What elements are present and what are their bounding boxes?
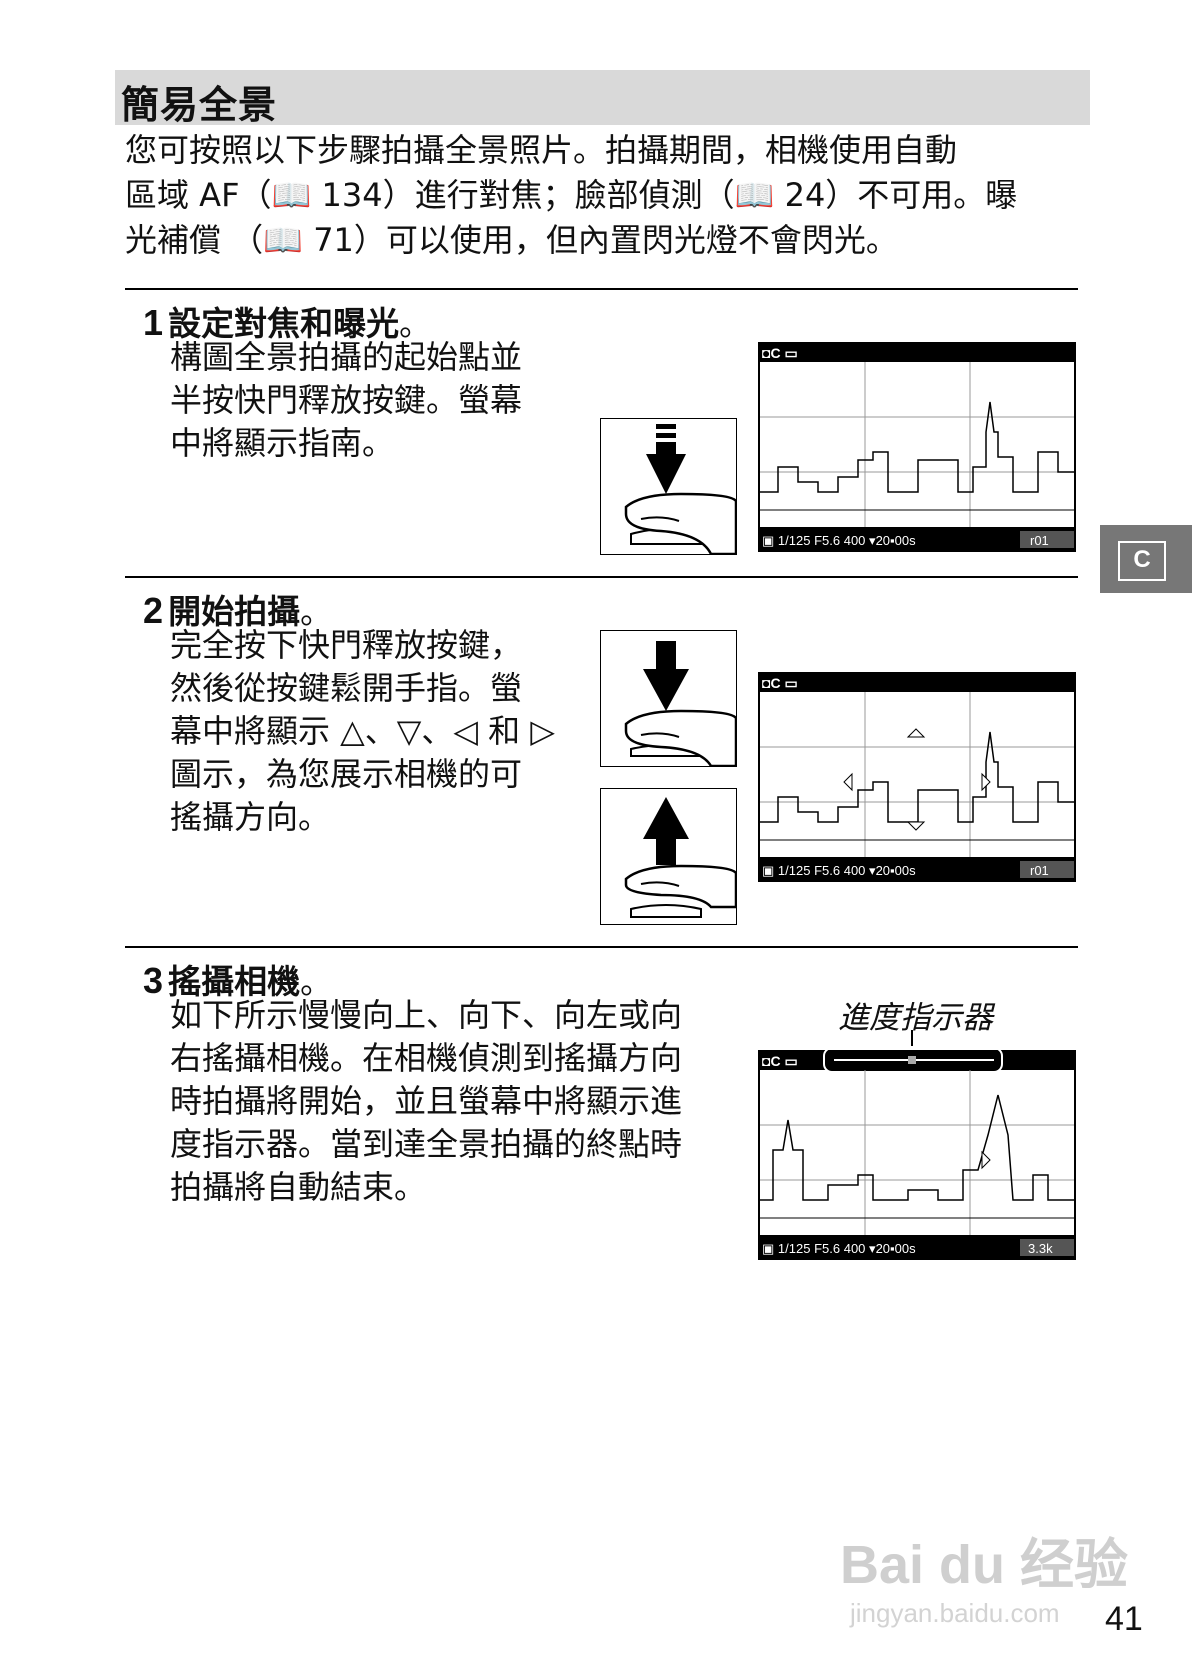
panorama-mode-icon: ◘C ▭ (762, 345, 798, 361)
step-heading: 3 搖攝相機。 (143, 955, 332, 1004)
step-number: 2 (143, 590, 164, 631)
watermark-logo: Bai du 经验 (840, 1535, 1129, 1595)
easy-panorama-icon: C (1118, 541, 1166, 581)
step-body: 構圖全景拍攝的起始點並 半按快門釋放按鍵。螢幕 中將顯示指南。 (170, 336, 522, 465)
lcd-screen-2: ◘C ▭ ▣ 1/125 F5.6 400 ▾20▪00s r01 (758, 672, 1076, 882)
lcd-screen-1: ◘C ▭ ▣ 1/125 F5.6 400 ▾20▪00s r01 (758, 342, 1076, 552)
step-divider (125, 576, 1078, 578)
chapter-tab-label: C (1133, 546, 1151, 573)
svg-text:▣ 1/125 F5.6 400 ▾20▪00s: ▣ 1/125 F5.6 400 ▾20▪00s (762, 1241, 916, 1256)
left-arrow-icon (843, 772, 853, 792)
callout-line (911, 1030, 913, 1046)
step-line: 拍攝將自動結束。 (170, 1168, 427, 1206)
step-title: 搖攝相機 (168, 962, 301, 1001)
step-body: 完全按下快門釋放按鍵， 然後從按鍵鬆開手指。螢 幕中將顯示 △、▽、◁ 和 ▷ … (170, 624, 555, 839)
step-heading: 1 設定對焦和曝光。 (143, 297, 431, 346)
step-line: 右搖攝相機。在相機偵測到搖攝方向 (170, 1039, 683, 1077)
step-line: 時拍攝將開始，並且螢幕中將顯示進 (170, 1082, 683, 1120)
frames-remaining: 3.3k (1028, 1241, 1053, 1256)
half-press-illustration (600, 418, 738, 556)
svg-text:▣ 1/125 F5.6 400 ▾20▪00s: ▣ 1/125 F5.6 400 ▾20▪00s (762, 863, 916, 878)
right-arrow-icon (981, 1150, 991, 1170)
intro-paragraph: 您可按照以下步驟拍攝全景照片。拍攝期間，相機使用自動 區域 AF（📖 134）進… (125, 128, 1085, 263)
up-arrow-icon (906, 728, 926, 738)
step-line: 中將顯示指南。 (170, 424, 395, 462)
step-number: 3 (143, 960, 164, 1001)
step-title-suffix: 。 (300, 963, 333, 1001)
step-body: 如下所示慢慢向上、向下、向左或向 右搖攝相機。在相機偵測到搖攝方向 時拍攝將開始… (170, 994, 682, 1209)
step-number: 1 (143, 302, 164, 343)
panorama-mode-icon: ◘C ▭ (762, 1053, 798, 1069)
step-line: 搖攝方向。 (170, 798, 331, 836)
intro-line: 區域 AF（📖 134）進行對焦；臉部偵測（📖 24）不可用。曝 (125, 176, 1018, 214)
step-line: 如下所示慢慢向上、向下、向左或向 (170, 996, 683, 1034)
page-number: 41 (1105, 1600, 1143, 1638)
step-line: 度指示器。當到達全景拍攝的終點時 (170, 1125, 683, 1163)
step-line: 構圖全景拍攝的起始點並 (170, 338, 523, 376)
step-line: 圖示，為您展示相機的可 (170, 755, 523, 793)
progress-indicator-callout: 進度指示器 (838, 1000, 993, 1036)
right-arrow-icon (981, 772, 991, 792)
down-arrow-icon (906, 821, 926, 831)
panorama-mode-icon: ◘C ▭ (762, 675, 798, 691)
full-press-illustration (600, 630, 738, 768)
frames-remaining: r01 (1030, 533, 1049, 548)
step-line: 幕中將顯示 △、▽、◁ 和 ▷ (170, 712, 555, 750)
chapter-tab: C (1100, 525, 1192, 593)
watermark-url: jingyan.baidu.com (850, 1598, 1060, 1628)
section-header: 簡易全景 (115, 70, 1090, 127)
step-line: 完全按下快門釋放按鍵， (170, 626, 523, 664)
step-title: 開始拍攝 (168, 592, 301, 631)
step-title: 設定對焦和曝光 (168, 304, 400, 343)
step-title-suffix: 。 (399, 305, 432, 343)
release-illustration (600, 788, 738, 925)
step-heading: 2 開始拍攝。 (143, 585, 332, 634)
svg-text:▣ 1/125 F5.6 400 ▾20▪00s: ▣ 1/125 F5.6 400 ▾20▪00s (762, 533, 916, 548)
frames-remaining: r01 (1030, 863, 1049, 878)
intro-line: 您可按照以下步驟拍攝全景照片。拍攝期間，相機使用自動 (125, 131, 958, 169)
lcd-screen-3: ◘C ▭ ▣ 1/125 F5.6 400 ▾20▪00s 3.3k (758, 1047, 1076, 1260)
step-divider (125, 288, 1078, 290)
intro-line: 光補償 （📖 71）可以使用，但內置閃光燈不會閃光。 (125, 221, 898, 259)
step-line: 然後從按鍵鬆開手指。螢 (170, 669, 523, 707)
step-title-suffix: 。 (300, 593, 333, 631)
step-line: 半按快門釋放按鍵。螢幕 (170, 381, 523, 419)
section-title: 簡易全景 (121, 83, 278, 127)
step-divider (125, 946, 1078, 948)
